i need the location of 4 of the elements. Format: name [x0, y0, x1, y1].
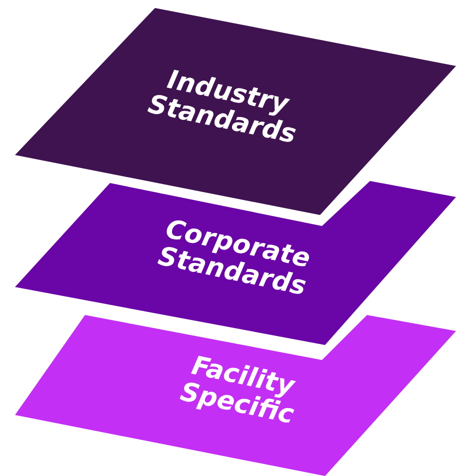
- layer-panel: [15, 181, 456, 345]
- layer-label: Facility Specific: [176, 350, 298, 432]
- layer-panel: [15, 315, 456, 476]
- layer-panel: [15, 8, 456, 215]
